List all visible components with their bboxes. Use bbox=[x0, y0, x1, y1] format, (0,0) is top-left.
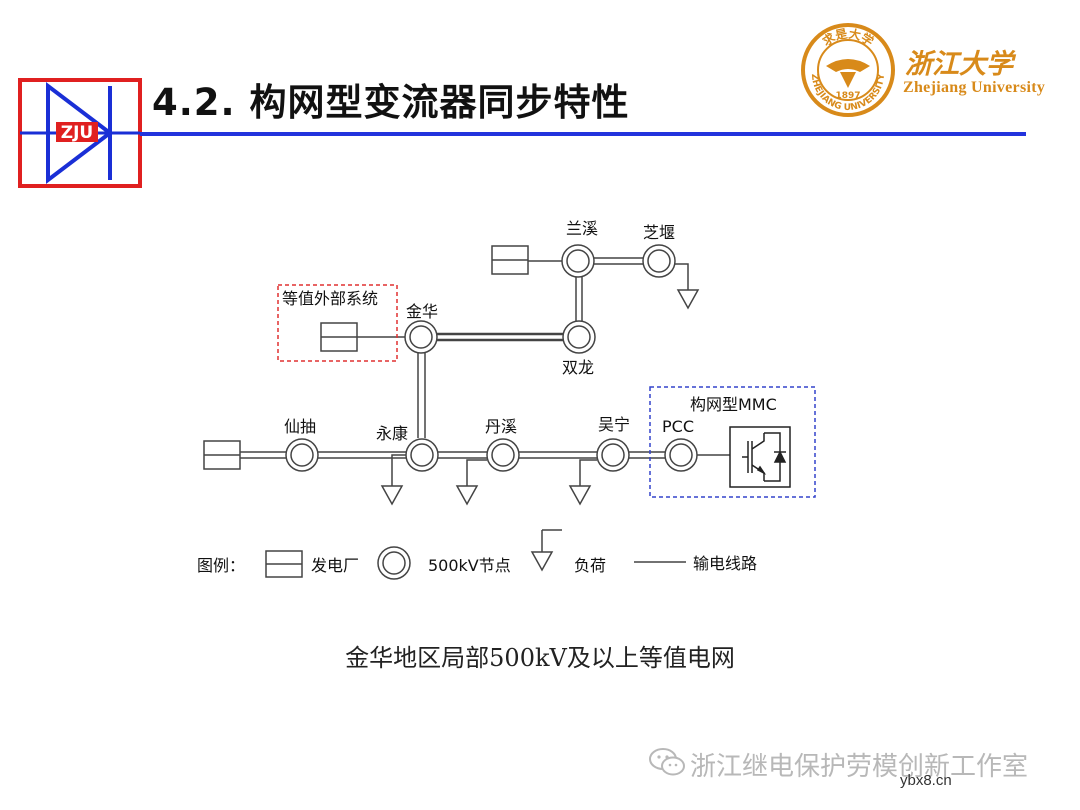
legend-plant-label: 发电厂 bbox=[311, 556, 359, 575]
label-mmc: 构网型MMC bbox=[690, 395, 777, 414]
legend: 图例： 发电厂 500kV节点 负荷 输电线路 bbox=[197, 529, 757, 580]
university-name-cn: 浙江大学 bbox=[905, 49, 1013, 80]
site-label: ybx8.cn bbox=[900, 772, 952, 789]
legend-node-label: 500kV节点 bbox=[428, 556, 511, 575]
label-equiv-system: 等值外部系统 bbox=[282, 289, 378, 308]
legend-node-icon bbox=[377, 546, 411, 580]
wechat-icon bbox=[649, 748, 685, 776]
legend-title: 图例： bbox=[197, 556, 245, 575]
label-yongkang: 永康 bbox=[376, 424, 408, 443]
label-wuning: 吴宁 bbox=[598, 415, 630, 434]
label-zhiyan: 芝堰 bbox=[643, 223, 675, 242]
node-lanxi bbox=[561, 244, 595, 278]
label-danxi: 丹溪 bbox=[485, 417, 517, 436]
legend-line-label: 输电线路 bbox=[693, 554, 757, 573]
mmc-box bbox=[649, 386, 816, 498]
legend-load-label: 负荷 bbox=[574, 556, 606, 575]
equiv-system-box bbox=[277, 284, 398, 362]
legend-load-icon bbox=[530, 529, 562, 572]
load-yongkang bbox=[380, 485, 404, 506]
load-wuning bbox=[568, 485, 592, 506]
university-seal: 求是大学 ZHEJIANG UNIVERSITY 1897 bbox=[801, 23, 895, 117]
label-shuanglong: 双龙 bbox=[562, 358, 594, 377]
node-shuanglong bbox=[562, 320, 596, 354]
node-xianchou bbox=[285, 438, 319, 472]
node-danxi bbox=[486, 438, 520, 472]
load-danxi bbox=[455, 485, 479, 506]
label-jinhua: 金华 bbox=[406, 302, 438, 321]
node-wuning bbox=[596, 438, 630, 472]
node-zhiyan bbox=[642, 244, 676, 278]
seal-year: 1897 bbox=[835, 91, 860, 101]
page-title: 4.2. 构网型变流器同步特性 bbox=[152, 81, 630, 124]
node-pcc bbox=[664, 438, 698, 472]
title-rule bbox=[140, 132, 1026, 136]
label-pcc: PCC bbox=[662, 417, 694, 436]
node-yongkang bbox=[405, 438, 439, 472]
watermark-text: 浙江继电保护劳模创新工作室 bbox=[690, 752, 1029, 782]
university-name-en: Zhejiang University bbox=[903, 79, 1046, 96]
zju-logo: ZJU bbox=[18, 78, 142, 188]
label-xianchou: 仙抽 bbox=[284, 417, 316, 436]
zju-logo-label: ZJU bbox=[61, 123, 93, 143]
figure-caption: 金华地区局部500kV及以上等值电网 bbox=[345, 644, 735, 672]
label-lanxi: 兰溪 bbox=[566, 219, 598, 238]
node-jinhua bbox=[404, 320, 438, 354]
load-zhiyan bbox=[676, 289, 700, 310]
mmc-converter-icon bbox=[729, 426, 791, 488]
